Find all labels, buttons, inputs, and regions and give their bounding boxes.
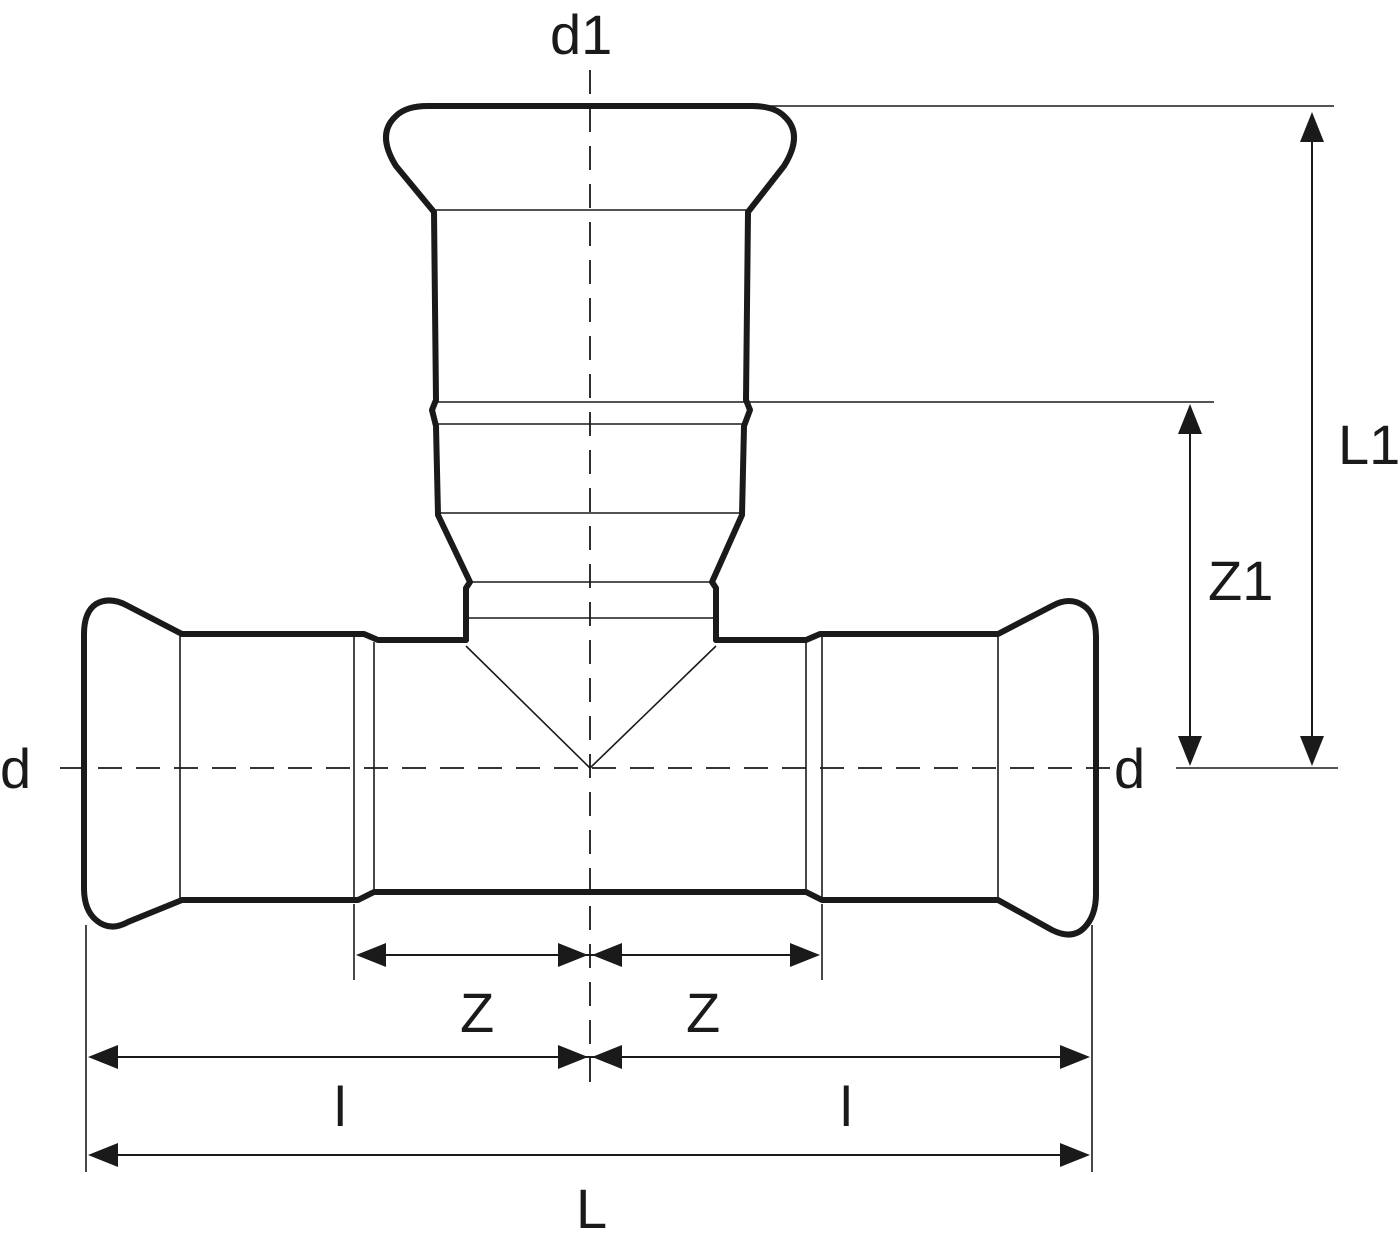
internal-lines (179, 209, 999, 898)
dimension-L (88, 1143, 1090, 1167)
label-l-left: l (334, 1075, 346, 1138)
label-L1: L1 (1338, 413, 1400, 476)
dimension-Z1 (1178, 404, 1202, 766)
dimension-L1 (1300, 112, 1324, 766)
label-d-right: d (1114, 737, 1145, 800)
center-lines (60, 70, 1110, 1090)
dimension-Z (356, 943, 820, 967)
label-l-right: l (840, 1075, 852, 1138)
dimension-l (88, 1045, 1090, 1069)
label-d1: d1 (550, 3, 612, 66)
label-d-left: d (0, 737, 31, 800)
label-L: L (576, 1177, 607, 1236)
labels: d1 d d L1 Z1 Z Z l l L (0, 3, 1400, 1236)
label-Z-right: Z (686, 981, 720, 1044)
label-Z1: Z1 (1208, 549, 1273, 612)
label-Z-left: Z (460, 981, 494, 1044)
branch-outline (383, 103, 797, 643)
extension-lines (85, 105, 1338, 1172)
